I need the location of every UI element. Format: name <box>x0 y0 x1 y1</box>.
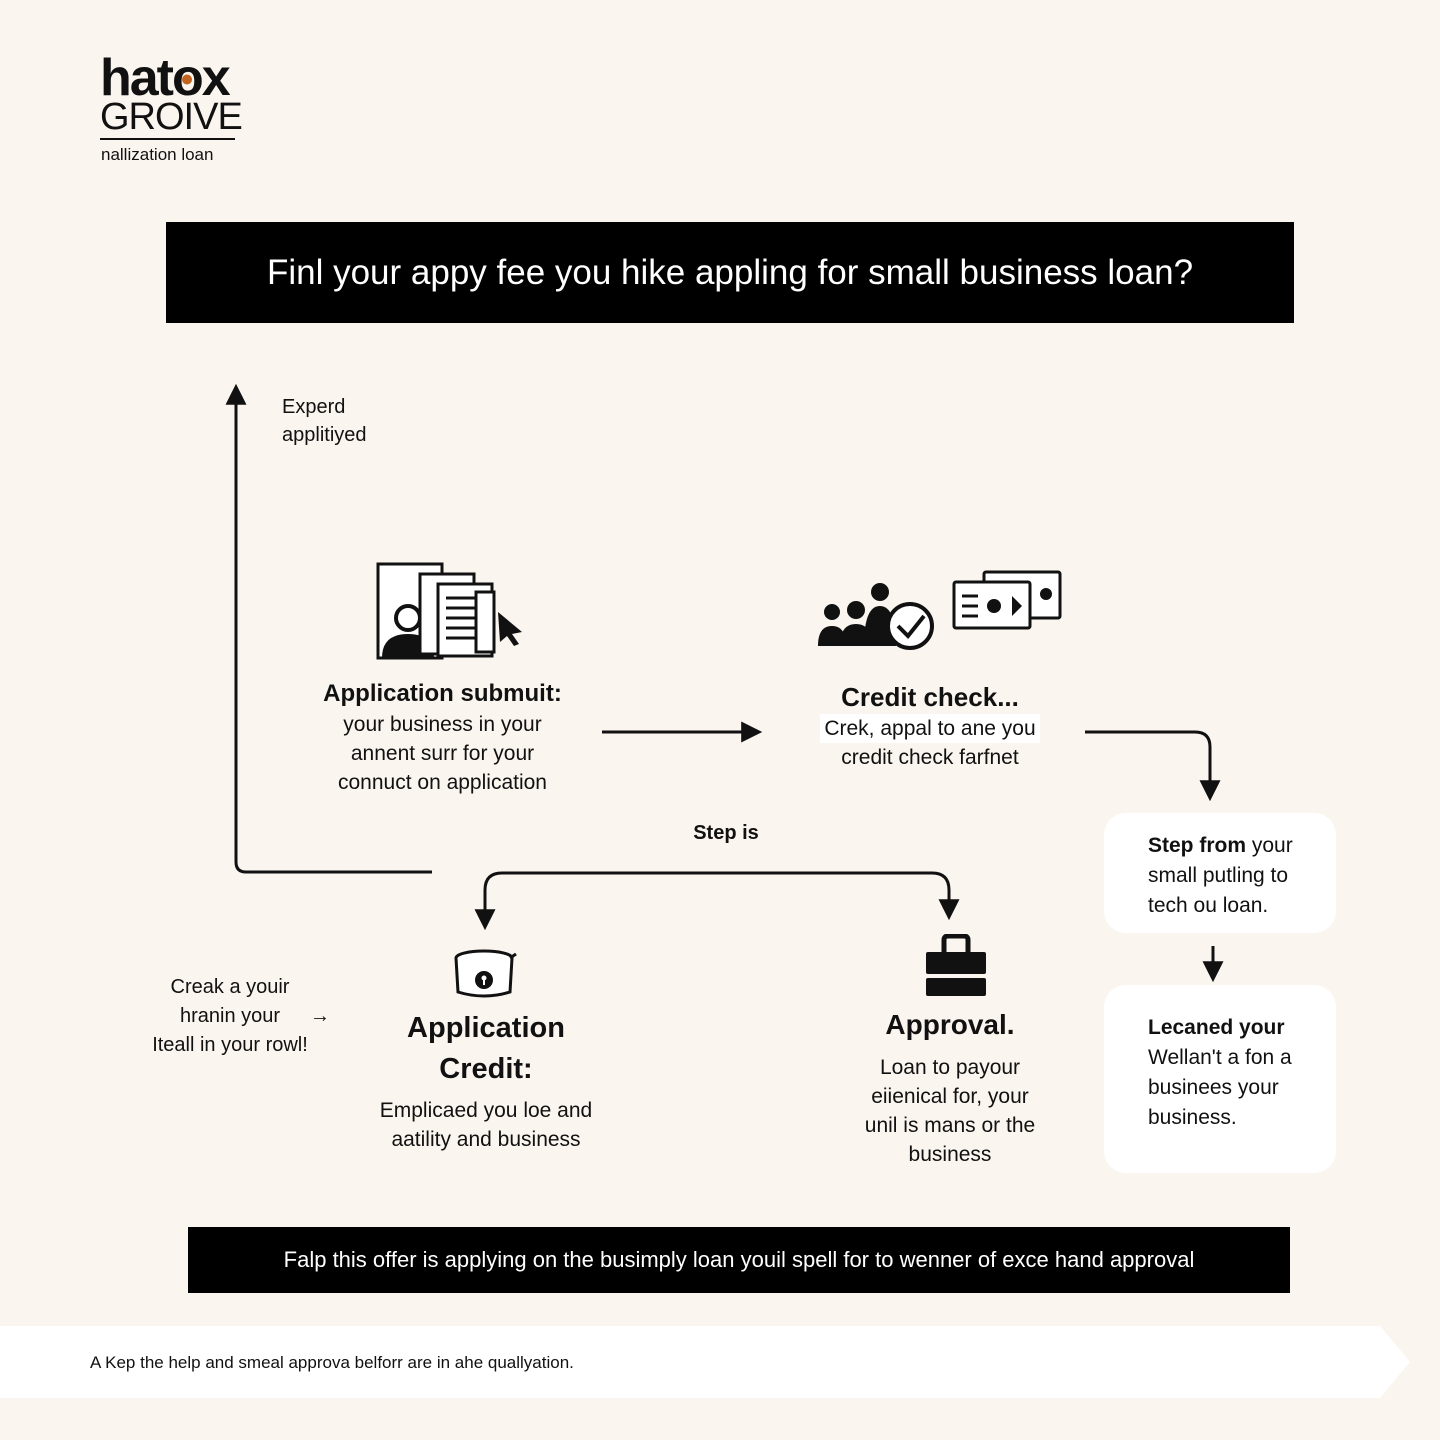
expand-label-line: applitiyed <box>282 424 367 446</box>
node-description-line: your business in your <box>343 713 542 736</box>
node-description-line: Crek, appal to ane you <box>800 714 1060 743</box>
card-line: small putling to <box>1148 864 1289 887</box>
card-step-from: Step from your small putling to tech ou … <box>1104 813 1336 933</box>
node-application-credit: Application Credit: Emplicaed you loe an… <box>360 1008 612 1154</box>
card-line: Step from your <box>1148 831 1308 861</box>
bottom-banner: Falp this offer is applying on the busim… <box>188 1227 1290 1293</box>
node-title: Credit check... <box>841 682 1019 712</box>
logo-subtitle: GROIVE <box>100 96 243 138</box>
node-description-line: annent surr for your <box>350 742 535 765</box>
logo-wordmark-start: hat <box>100 49 174 107</box>
logo-divider <box>100 138 235 140</box>
node-approval: Approval. Loan to payour eiienical for, … <box>830 1005 1070 1169</box>
footer-note: A Kep the help and smeal approva belforr… <box>90 1353 574 1372</box>
documents-profile-cursor-icon <box>376 562 522 660</box>
side-note-line: Creak a youir <box>170 976 290 998</box>
logo-tagline: nallization loan <box>101 145 214 164</box>
arrow-right-icon: → <box>310 1005 330 1027</box>
node-description-line: Loan to payour <box>879 1056 1021 1079</box>
side-note-line-text: hranin your <box>179 1005 281 1027</box>
node-description-line: eiienical for, your <box>871 1085 1029 1108</box>
node-title: Approval. <box>885 1009 1015 1040</box>
card-line-rest: your <box>1246 834 1293 857</box>
node-description-line: connuct on application <box>338 771 547 794</box>
node-description-line: unil is mans or the <box>864 1114 1036 1137</box>
connector-credit-to-step <box>1085 730 1221 802</box>
logo-dot-icon <box>181 74 192 85</box>
card-line: businees your <box>1148 1076 1279 1099</box>
node-description-line: credit check farfnet <box>841 746 1019 769</box>
node-title: Credit: <box>439 1053 533 1085</box>
title-banner: Finl your appy fee you hike appling for … <box>166 222 1294 323</box>
card-line: Wellan't a fon a <box>1148 1046 1292 1069</box>
node-description-line: Emplicaed you loe and <box>379 1099 593 1122</box>
node-application-submit: Application submuit: your business in yo… <box>300 678 585 797</box>
node-description: Emplicaed you loe and aatility and busin… <box>360 1096 612 1154</box>
logo-wordmark-end: x <box>201 49 231 107</box>
node-title: Application <box>407 1012 565 1044</box>
side-note: Creak a youir hranin your → Iteall in yo… <box>130 973 330 1060</box>
card-line: business. <box>1148 1106 1237 1129</box>
card-loan: Lecaned your Wellan't a fon a businees y… <box>1104 985 1336 1173</box>
node-title: Application submuit: <box>323 680 562 707</box>
node-description-line-text: Crek, appal to ane you <box>820 714 1040 743</box>
connector-split <box>483 871 960 924</box>
expand-label: Experd applitiyed <box>282 393 367 449</box>
node-description: your business in your annent surr for yo… <box>300 710 585 797</box>
side-note-line: Iteall in your rowl! <box>152 1034 308 1056</box>
card-line-bold: Step from <box>1148 834 1247 857</box>
step-is-label: Step is <box>693 822 759 844</box>
expand-label-line: Experd <box>282 396 346 418</box>
logo-wordmark: hatox <box>100 49 231 107</box>
team-check-money-icon <box>818 570 1062 650</box>
logo-o: o <box>172 52 204 104</box>
card-line: tech ou loan. <box>1148 894 1269 917</box>
safe-pot-icon <box>454 949 517 998</box>
briefcase-icon <box>926 934 986 996</box>
node-description-line: aatility and business <box>391 1128 581 1151</box>
card-title: Lecaned your <box>1148 1016 1285 1039</box>
footer-strip <box>0 1326 1410 1398</box>
node-description-line: business <box>908 1143 992 1166</box>
side-note-line: hranin your → <box>130 1002 330 1031</box>
node-credit-check: Credit check... Crek, appal to ane you c… <box>800 680 1060 772</box>
node-description: Loan to payour eiienical for, your unil … <box>830 1053 1070 1169</box>
node-description: Crek, appal to ane you credit check farf… <box>800 714 1060 772</box>
